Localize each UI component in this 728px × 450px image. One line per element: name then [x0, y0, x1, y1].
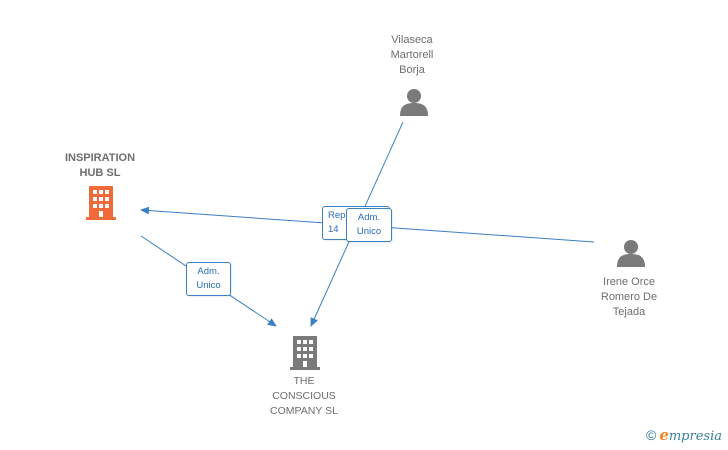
edge-label-line1: Adm.: [197, 266, 220, 277]
node-label-irene[interactable]: Irene Orce Romero De Tejada: [600, 276, 658, 318]
edge-label-line2: 14: [328, 224, 339, 235]
copyright-icon: ©: [645, 427, 657, 443]
node-label-inspiration[interactable]: INSPIRATION HUB SL: [64, 152, 136, 179]
node-label-vilaseca[interactable]: Vilaseca Martorell Borja: [390, 34, 434, 76]
person-icon-vilaseca[interactable]: [400, 89, 428, 116]
edge-label-adm-unico-vilaseca[interactable]: Adm. Unico: [346, 208, 392, 242]
edge-label-line2: Unico: [356, 226, 382, 237]
empresia-watermark: ©empresia: [646, 426, 722, 444]
brand-initial: e: [659, 426, 669, 444]
building-icon-inspiration[interactable]: [86, 186, 116, 220]
brand-name: mpresia: [668, 429, 722, 444]
edge-label-adm-unico-inspiration[interactable]: Adm. Unico: [186, 262, 231, 296]
node-label-conscious[interactable]: THE CONSCIOUS COMPANY SL: [270, 375, 338, 417]
person-icon-irene[interactable]: [617, 240, 645, 267]
building-icon-conscious[interactable]: [290, 336, 320, 370]
edge-label-line1: Adm.: [357, 212, 381, 223]
edge-label-line2: Unico: [196, 280, 221, 291]
edge-label-line1: Rep: [328, 210, 346, 221]
